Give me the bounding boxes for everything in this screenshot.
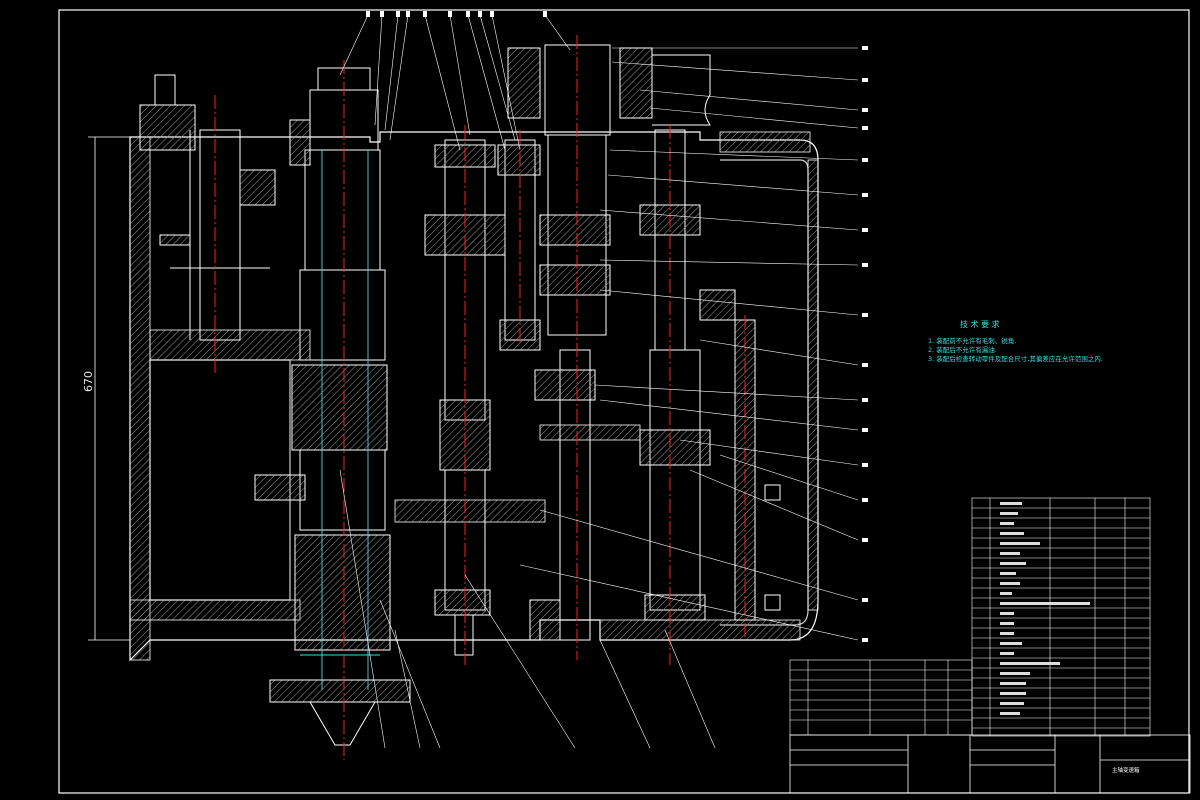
sheet-border [58, 9, 1190, 794]
part-number-markers-top [366, 11, 547, 17]
parts-list-fill-marks [1000, 502, 1090, 715]
leader-lines-top [339, 14, 571, 151]
right-shafts [639, 129, 781, 621]
leader-lines-right [519, 47, 859, 641]
pulley-clutch-group [507, 44, 711, 641]
height-dimension-value: 670 [82, 371, 95, 392]
title-block [789, 734, 1191, 794]
parts-list-table [971, 497, 1151, 737]
tech-note-1: 1. 装配前不允许有毛刺、锐角. [928, 336, 1016, 345]
leader-lines-bottom [339, 469, 716, 749]
housing-wall-hatching [129, 131, 819, 661]
tech-notes-title: 技 术 要 求 [960, 319, 1000, 329]
left-shaft [139, 74, 276, 341]
main-spindle [254, 67, 411, 746]
height-dimension [88, 136, 130, 641]
main-spindle-cyan-lines [300, 150, 380, 690]
tech-note-3: 3. 装配后检查转动零件及配合尺寸,其偏差应在允许范围之内. [928, 354, 1103, 363]
middle-shafts [424, 139, 541, 656]
drawing-name: 主轴变速箱 [1112, 766, 1140, 774]
parts-list-table-lower [789, 659, 973, 736]
part-number-markers-right [862, 46, 868, 642]
tech-note-2: 2. 装配后不允许有漏油. [928, 345, 997, 354]
shaft-centerlines [214, 35, 746, 760]
gearbox-housing [129, 131, 819, 662]
